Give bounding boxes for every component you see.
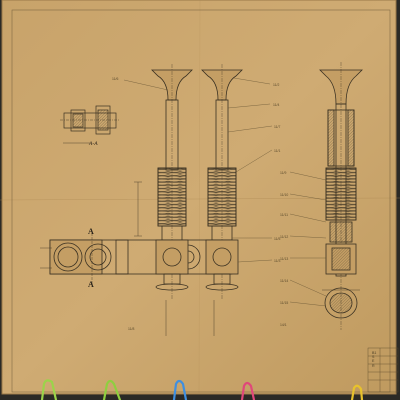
clip-4 [240,381,256,400]
clip-1 [40,379,58,400]
callout-label: 11/4 [273,103,279,107]
callout-label: 11/14 [280,279,288,283]
title-block [367,347,399,393]
callout-label: 14/1 [280,323,287,327]
title-block-row: S [372,355,375,360]
callout-label: 11/1 [274,149,280,153]
callout-label: 11/6 [112,77,118,81]
callout-label: 11/8 [128,327,134,331]
callout-label: 11/12 [280,235,288,239]
clip-3 [172,379,188,400]
title-block-row: R [372,363,375,368]
callout-label: 11/7 [274,125,280,129]
callout-label: 11/3 [274,259,280,263]
drawing-border [11,9,391,393]
dimension-lines [134,181,215,336]
callout-leaders [123,77,327,307]
callout-label: 11/9 [280,171,286,175]
callout-label: 11/10 [280,193,288,197]
clip-5 [350,384,364,400]
callout-label: 11/13 [280,257,288,261]
callout-label: 11/15 [280,301,288,305]
callout-label: 11/11 [280,213,288,217]
title-block-row: B1 [372,351,377,355]
valve-section-view [319,62,363,330]
clip-2 [102,379,122,400]
section-marker-bottom: A [88,280,94,289]
binder-clips [40,379,364,400]
title-block-row: E [372,359,375,364]
valve-assembly-1 [151,64,193,300]
callout-label: 11/5 [274,237,280,241]
section-marker-top: A [88,227,94,236]
title-block-text: B1 S E R [372,351,396,368]
callout-label: 11/2 [273,83,279,87]
valve-assembly-2 [201,64,243,300]
section-a-a-label: A-A [88,141,98,147]
fold-line [198,0,201,395]
section-a-a-detail [60,105,120,144]
